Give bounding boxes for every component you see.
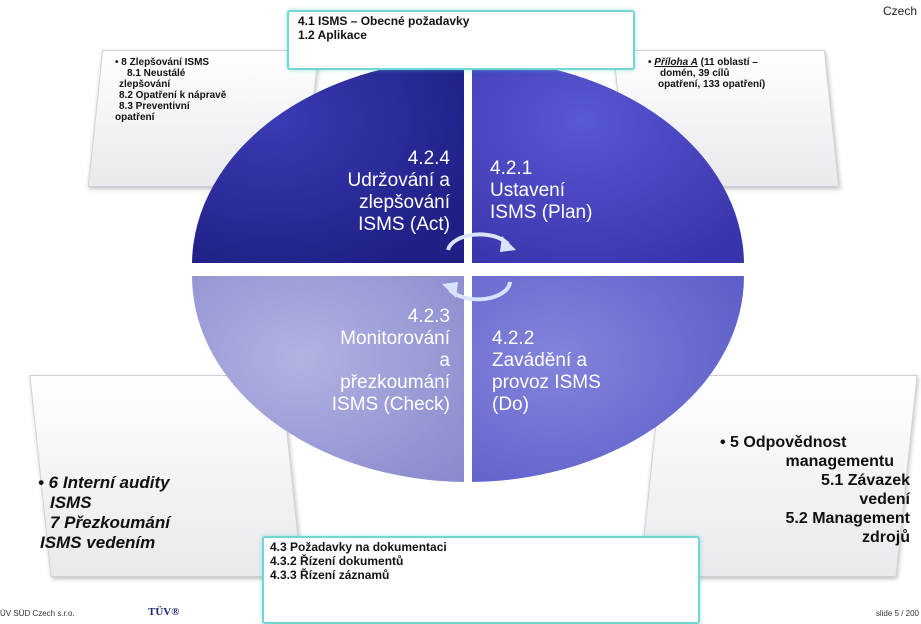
footer-logo: TÜV® [148, 606, 180, 618]
documentation-text: 4.3 Požadavky na dokumentaci 4.3.2 Řízen… [270, 540, 447, 582]
improvement-text: • 8 Zlepšování ISMS 8.1 Neustálé zlepšov… [115, 57, 227, 123]
quadrant-check [191, 276, 464, 482]
quadrant-plan [472, 59, 744, 263]
cycle-arrowhead-top [500, 236, 516, 252]
top-requirements-box [287, 10, 635, 70]
management-text: • 5 Odpovědnost managementu 5.1 Závazek … [720, 434, 910, 546]
tagline: Czech [882, 4, 917, 18]
cycle-arrowhead-bottom [442, 282, 458, 298]
annex-a-text: • Příloha A (11 oblastí – domén, 39 cílů… [648, 57, 766, 90]
quadrant-act [192, 59, 464, 263]
footer-slide-number: slide 5 / 200 [875, 609, 919, 618]
footer-company: ÜV SÜD Czech s.r.o. [0, 609, 75, 618]
annex-a-link[interactable]: Příloha A [654, 57, 698, 68]
audits-text: • 6 Interní audity ISMS 7 Přezkoumání IS… [38, 473, 170, 552]
top-box-text: 4.1 ISMS – Obecné požadavky 1.2 Aplikace [298, 14, 470, 42]
cycle-arrow-bottom [448, 281, 512, 302]
quadrant-do [472, 276, 744, 482]
